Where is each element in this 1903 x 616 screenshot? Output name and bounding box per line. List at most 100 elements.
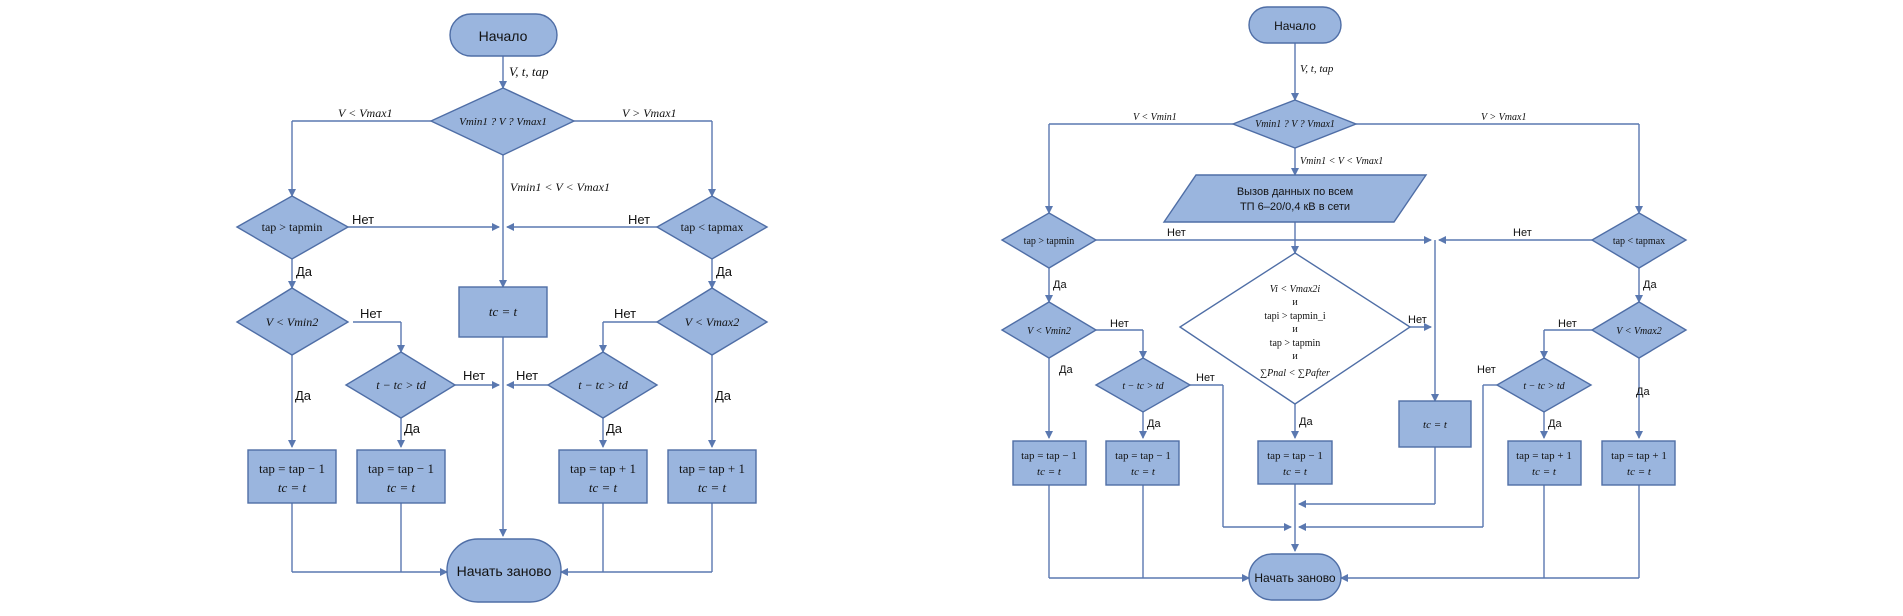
right-box-minus-1-sub: tc = t [1037,466,1062,478]
left-inputs-label: V, t, tap [509,64,549,79]
left-dec-time-right-label: t − tc > td [578,378,629,392]
left-yes-label-4: Да [715,388,732,403]
right-no-label-3: Нет [1408,314,1427,326]
right-branch-middle-label: Vmin1 < V < Vmax1 [1300,156,1383,167]
left-yes-label-3: Да [295,388,312,403]
left-branch-left-label: V < Vmax1 [338,106,393,120]
left-box-minus-2 [356,449,446,504]
right-big-and-2: и [1292,324,1298,335]
right-no-label-1: Нет [1167,227,1186,239]
left-end-label: Начать заново [457,563,552,579]
left-dec-time-right [546,351,659,419]
left-start-terminal [449,13,558,57]
right-box-minus-3-label: tap = tap − 1 [1267,450,1323,462]
left-dec-time-left [344,351,457,419]
right-yes-label-1: Да [1053,279,1067,291]
right-yes-label-2: Да [1643,279,1657,291]
left-no-label-3: Нет [360,306,382,321]
right-connectors [1045,43,1643,582]
right-yes-label-4: Да [1636,386,1650,398]
right-branch-left-label: V < Vmin1 [1133,112,1177,123]
left-dec-v-lt-vmin2-label: V < Vmin2 [266,315,319,329]
right-box-minus-1 [1012,440,1087,486]
right-dec-tap-gt-min [1000,212,1098,269]
right-box-tc [1398,400,1472,448]
left-box-minus-1 [247,449,337,504]
left-yes-label-6: Да [606,421,623,436]
right-end-terminal [1248,553,1342,601]
right-big-cond-1: Vi < Vmax2i [1270,284,1321,295]
left-main-decision-label: Vmin1 ? V ? Vmax1 [459,116,547,128]
right-no-label-7: Нет [1477,364,1496,376]
left-box-minus-1-label: tap = tap − 1 [259,461,325,476]
right-big-and-1: и [1292,297,1298,308]
right-dec-tap-lt-max [1590,212,1688,269]
left-main-decision [429,87,576,156]
right-no-label-4: Нет [1110,318,1129,330]
right-dec-time-right-label: t − tc > td [1523,381,1565,392]
right-box-minus-2 [1105,440,1180,486]
right-end-label: Начать заново [1254,571,1336,585]
left-dec-tap-lt-max [655,195,769,260]
left-no-label-5: Нет [463,368,485,383]
left-dec-tap-lt-max-label: tap < tapmax [681,220,744,234]
right-dec-v-lt-vmin2-label: V < Vmin2 [1027,326,1071,337]
right-box-plus-2-label: tap = tap + 1 [1611,450,1667,462]
right-dec-time-left [1094,357,1192,413]
right-box-tc-label: tc = t [1423,419,1448,431]
right-big-cond-2: tapi > tapmin_i [1264,311,1325,322]
right-start-terminal [1248,6,1342,44]
right-dec-time-right [1495,357,1593,413]
right-box-minus-3 [1257,440,1333,485]
right-big-cond-3: tap > tapmin [1270,338,1321,349]
right-yes-label-3: Да [1059,364,1073,376]
left-yes-label-1: Да [296,264,313,279]
left-dec-tap-gt-min [235,195,350,260]
left-dec-v-lt-vmin2 [235,287,350,356]
right-start-label: Начало [1274,19,1316,33]
right-box-plus-2-sub: tc = t [1627,466,1652,478]
right-box-minus-3-sub: tc = t [1283,466,1308,478]
left-dec-time-left-label: t − tc > td [376,378,427,392]
right-yes-label-5: Да [1299,416,1313,428]
left-box-minus-1-sub: tc = t [278,480,307,495]
right-no-label-5: Нет [1558,318,1577,330]
left-flowchart: Начало V, t, tap Vmin1 ? V ? Vmax1 V < V… [235,13,769,603]
right-big-and-3: и [1292,351,1298,362]
right-no-label-6: Нет [1196,372,1215,384]
right-no-label-2: Нет [1513,227,1532,239]
left-connectors [288,56,716,576]
right-branch-right-label: V > Vmax1 [1481,112,1526,123]
left-box-plus-2-label: tap = tap + 1 [679,461,745,476]
right-dec-tap-gt-min-label: tap > tapmin [1024,236,1075,247]
left-box-minus-2-sub: tc = t [387,480,416,495]
right-main-decision [1231,99,1358,149]
right-box-minus-1-label: tap = tap − 1 [1021,450,1077,462]
right-box-plus-1-label: tap = tap + 1 [1516,450,1572,462]
left-box-plus-1-label: tap = tap + 1 [570,461,636,476]
left-no-label-2: Нет [628,212,650,227]
left-dec-v-lt-vmax2-label: V < Vmax2 [685,315,740,329]
left-no-label-4: Нет [614,306,636,321]
right-data-call-line2: ТП 6–20/0,4 кВ в сети [1240,201,1350,213]
right-dec-v-lt-vmax2 [1590,301,1688,359]
right-inputs-label: V, t, tap [1300,63,1334,75]
right-big-decision [1178,252,1412,405]
right-box-plus-1 [1507,440,1582,486]
right-box-minus-2-sub: tc = t [1131,466,1156,478]
right-box-minus-2-label: tap = tap − 1 [1115,450,1171,462]
left-no-label-1: Нет [352,212,374,227]
right-flowchart: Начало V, t, tap Vmin1 ? V ? Vmax1 V < V… [1000,6,1688,601]
left-box-plus-1-sub: tc = t [589,480,618,495]
right-box-plus-2 [1601,440,1676,486]
left-box-plus-2-sub: tc = t [698,480,727,495]
right-box-plus-1-sub: tc = t [1532,466,1557,478]
left-box-plus-1 [558,449,648,504]
right-yes-label-7: Да [1548,418,1562,430]
right-main-decision-label: Vmin1 ? V ? Vmax1 [1255,119,1335,130]
left-no-label-6: Нет [516,368,538,383]
left-start-label: Начало [479,28,528,44]
left-box-minus-2-label: tap = tap − 1 [368,461,434,476]
right-dec-v-lt-vmax2-label: V < Vmax2 [1616,326,1661,337]
